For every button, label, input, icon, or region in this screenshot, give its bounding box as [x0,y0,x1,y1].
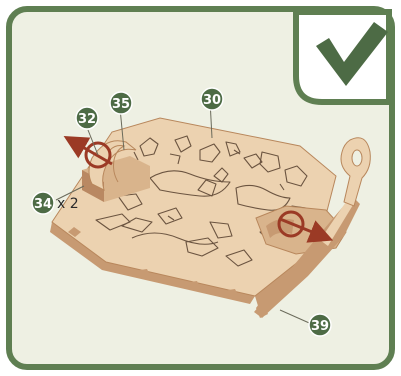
callout-part-32: 32 [76,107,98,129]
callout-label: 32 [78,112,96,127]
callout-part-39: 39 [309,314,331,336]
quantity-label: x 2 [57,196,79,212]
callout-part-35: 35 [110,92,132,114]
checkmark-icon [296,12,389,102]
callout-label: 35 [112,97,130,112]
callout-part-30: 30 [201,88,223,110]
callout-label: 30 [203,93,221,108]
callout-label: 39 [311,319,329,334]
callout-part-34: 34 [32,192,54,214]
callout-label: 34 [34,197,52,212]
